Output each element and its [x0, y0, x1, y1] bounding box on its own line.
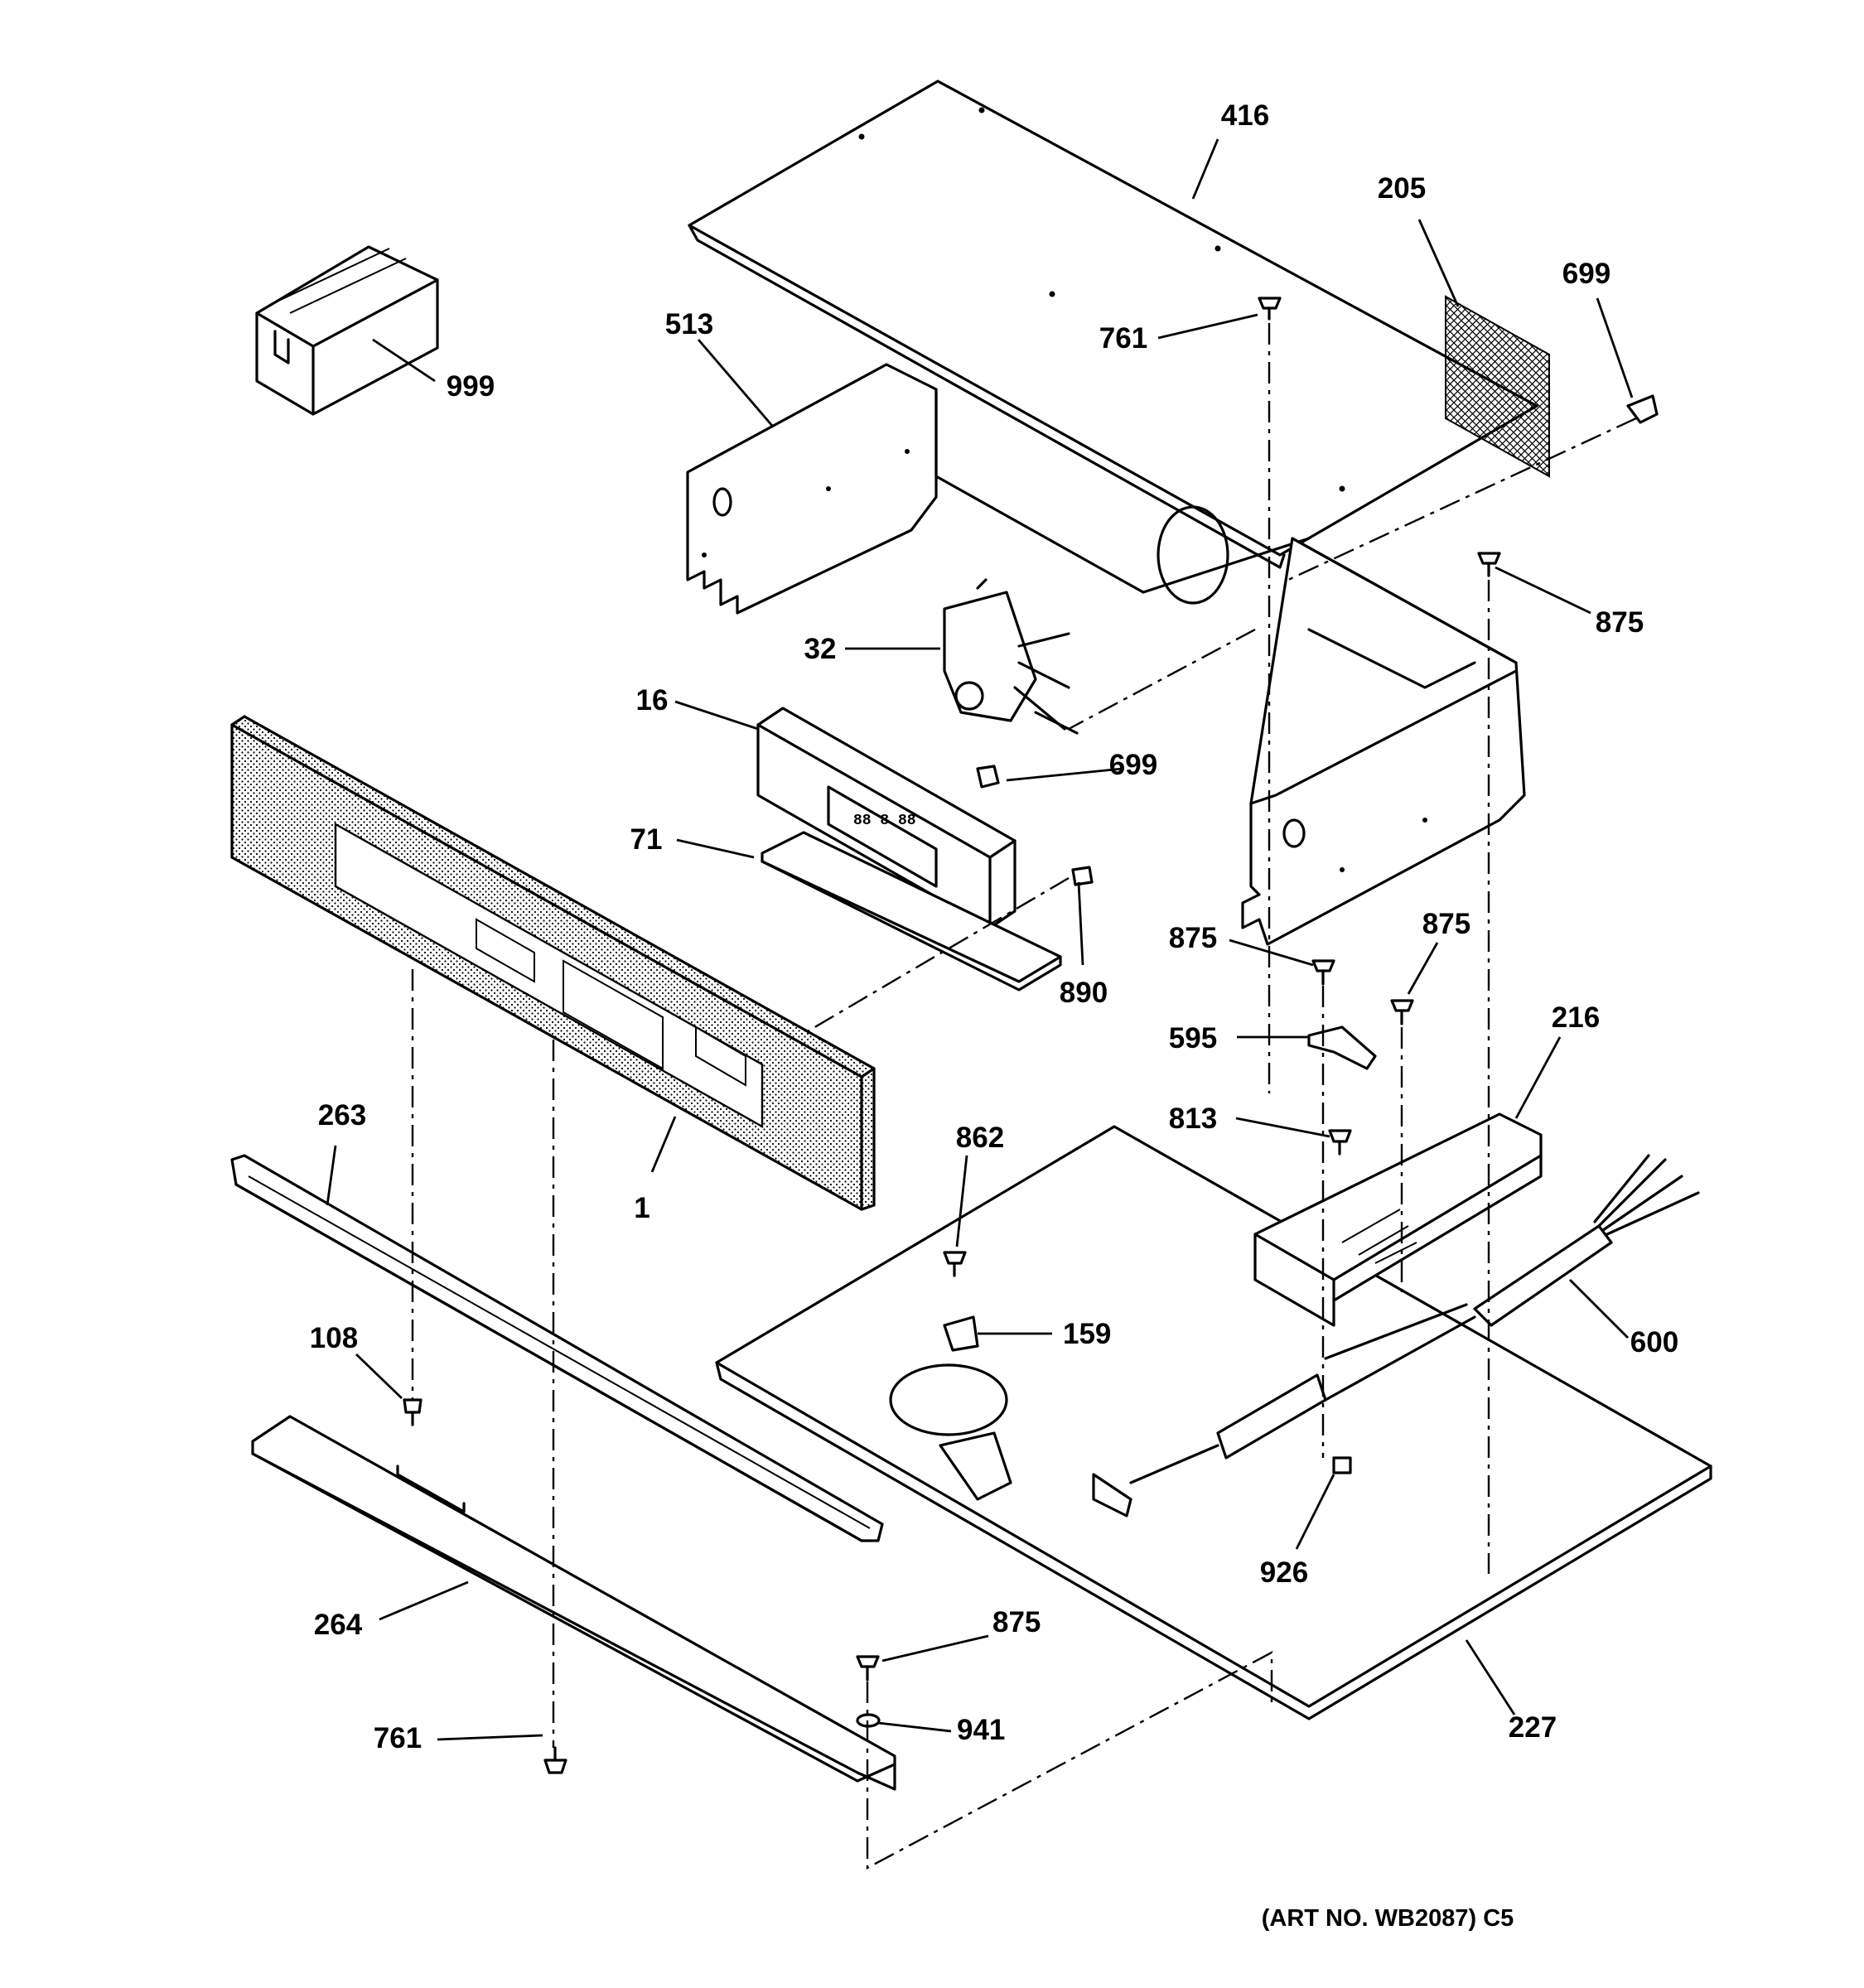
label-216: 216 [1552, 1001, 1600, 1034]
part-999-box [255, 245, 439, 416]
part-600-wiring-harness [1092, 1154, 1700, 1518]
part-513-side-panel [686, 363, 938, 615]
label-813: 813 [1169, 1103, 1217, 1135]
label-699: 699 [1109, 749, 1157, 781]
part-32-fan-motor [943, 578, 1079, 735]
label-875: 875 [1596, 606, 1644, 639]
label-32: 32 [804, 633, 837, 665]
label-71: 71 [630, 823, 663, 856]
label-595: 595 [1169, 1022, 1217, 1054]
label-264: 264 [314, 1609, 363, 1641]
label-875: 875 [1422, 908, 1470, 940]
svg-text:88 8 88: 88 8 88 [853, 813, 916, 829]
label-890: 890 [1060, 977, 1108, 1009]
label-699: 699 [1562, 258, 1610, 290]
part-205-mesh-screen [1445, 295, 1550, 478]
part-264-lower-trim [251, 1415, 896, 1791]
part-216-cover-bracket [1253, 1112, 1543, 1327]
hardware-fasteners [403, 297, 1659, 1774]
part-1-control-panel [230, 715, 876, 1211]
label-941: 941 [957, 1714, 1005, 1746]
label-16: 16 [636, 684, 669, 717]
label-205: 205 [1378, 172, 1426, 205]
label-1: 1 [634, 1192, 650, 1224]
label-761: 761 [374, 1722, 422, 1754]
label-263: 263 [318, 1099, 366, 1132]
label-875: 875 [1169, 922, 1217, 954]
part-263-trim-strip [230, 1154, 884, 1542]
oven-body-frame [934, 388, 1526, 946]
label-999: 999 [447, 370, 495, 403]
leader-lines [326, 138, 1634, 1741]
label-862: 862 [956, 1122, 1004, 1154]
art-number: (ART NO. WB2087) C5 [1262, 1905, 1514, 1932]
label-926: 926 [1260, 1556, 1308, 1589]
label-227: 227 [1509, 1711, 1557, 1744]
part-labels: 416 205 699 761 513 999 875 32 16 699 71… [310, 99, 1678, 1754]
label-761: 761 [1099, 322, 1147, 355]
label-108: 108 [310, 1322, 358, 1354]
label-513: 513 [665, 308, 713, 340]
label-416: 416 [1221, 99, 1269, 132]
part-227-bottom-plate [715, 1125, 1712, 1720]
alignment-lines [411, 323, 1637, 1870]
label-600: 600 [1630, 1326, 1678, 1358]
part-71-insulation-pad [761, 831, 1062, 992]
label-875: 875 [992, 1606, 1041, 1638]
label-159: 159 [1063, 1318, 1111, 1350]
part-16-control-board: 88 8 88 [756, 707, 1017, 929]
